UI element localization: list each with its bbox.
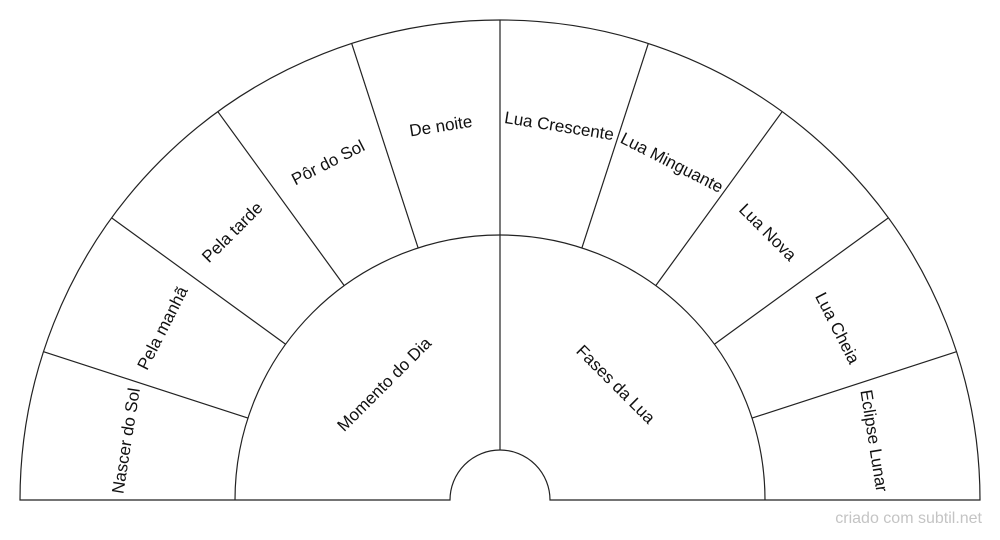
segment-divider (714, 217, 889, 345)
segment-divider (351, 43, 419, 249)
segment-divider (111, 217, 286, 345)
segment-divider (655, 111, 783, 286)
segment-divider (581, 43, 649, 249)
segment-divider (751, 351, 957, 419)
footer-credit: criado com subtil.net (835, 510, 982, 527)
segment-divider (43, 351, 249, 419)
segment-divider (217, 111, 345, 286)
